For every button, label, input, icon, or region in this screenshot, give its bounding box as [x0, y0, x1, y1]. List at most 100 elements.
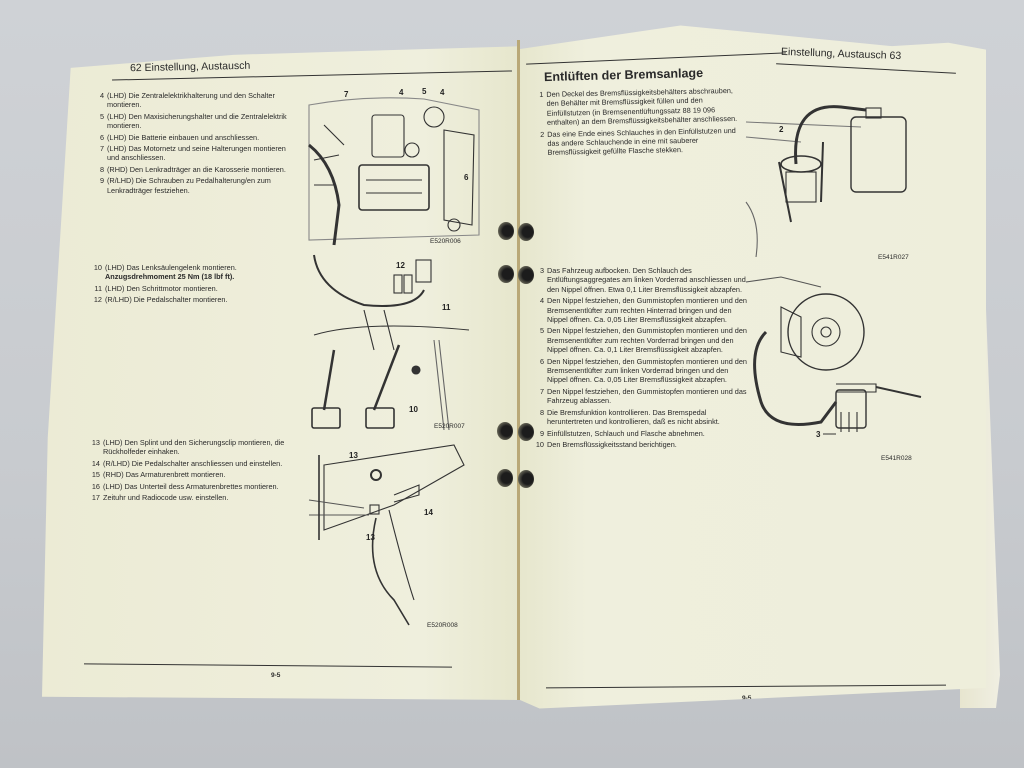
- step-number: 16: [91, 481, 100, 491]
- step-number: 7: [539, 386, 544, 396]
- step-number: 5: [539, 326, 544, 336]
- step-text-body: (R/LHD) Die Pedalschalter montieren.: [105, 295, 228, 305]
- section-title: Entlüften der Bremsanlage: [543, 65, 704, 85]
- step-number: 12: [93, 295, 102, 305]
- step-text: (RHD) Das Armaturenbrett montieren.: [103, 470, 308, 479]
- left-steps-group-3: 13(LHD) Den Splint und den Sicherungscli…: [86, 438, 308, 504]
- svg-text:3: 3: [816, 430, 821, 439]
- step-text-body: Einfüllstutzen, Schlauch und Flasche abn…: [547, 428, 705, 438]
- step-number: 8: [539, 407, 544, 417]
- step-text: (LHD) Das Motornetz und seine Halterunge…: [107, 144, 300, 163]
- step-text: (LHD) Das Unterteil dess Armaturenbrette…: [103, 482, 308, 491]
- left-steps-group-1: 4(LHD) Die Zentralelektrikhalterung und …: [90, 91, 300, 197]
- svg-text:2: 2: [779, 125, 784, 134]
- torque-note: Anzugsdrehmoment 25 Nm (18 lbf ft).: [105, 272, 235, 282]
- svg-text:4: 4: [440, 88, 445, 97]
- step-number: 5: [99, 111, 104, 121]
- step-text-body: (LHD) Den Splint und den Sicherungsclip …: [103, 438, 285, 457]
- figure-label-e520r006: E520R006: [430, 238, 461, 245]
- footer-rule: [84, 663, 452, 668]
- step-text: Den Nippel festziehen, den Gummistopfen …: [547, 296, 750, 324]
- svg-text:6: 6: [464, 173, 469, 182]
- step-text: Das eine Ende eines Schlauches in den Ei…: [547, 125, 743, 158]
- step-item: 10(LHD) Das Lenksäulengelenk montieren.A…: [88, 263, 308, 282]
- step-text: Den Nippel festziehen, den Gummistopfen …: [547, 387, 750, 406]
- figure-label-e541r028: E541R028: [881, 455, 912, 462]
- left-page-header: 62 Einstellung, Austausch: [129, 59, 251, 75]
- step-item: 13(LHD) Den Splint und den Sicherungscli…: [86, 438, 308, 457]
- step-text-body: Den Nippel festziehen, den Gummistopfen …: [547, 296, 747, 325]
- step-text-body: Zeituhr und Radiocode usw. einstellen.: [103, 493, 229, 503]
- step-text: (LHD) Den Schrittmotor montieren.: [105, 284, 308, 293]
- step-text-body: (LHD) Das Unterteil dess Armaturenbrette…: [103, 481, 279, 491]
- step-text: Den Deckel des Bremsflüssigkeitsbehälter…: [546, 86, 742, 128]
- step-item: 5(LHD) Den Maxisicherungshalter und die …: [90, 112, 300, 131]
- step-number: 4: [99, 91, 104, 100]
- svg-text:14: 14: [424, 508, 433, 517]
- step-number: 9: [99, 176, 104, 186]
- right-page-footer: 9-5: [742, 695, 752, 702]
- step-item: 9(R/LHD) Die Schrauben zu Pedalhalterung…: [90, 176, 300, 195]
- step-text-body: (LHD) Die Zentralelektrikhalterung und d…: [107, 91, 275, 110]
- binder-hole: [498, 265, 514, 283]
- step-number: 6: [99, 132, 104, 142]
- step-item: 15(RHD) Das Armaturenbrett montieren.: [86, 470, 308, 479]
- step-text-body: (R/LHD) Die Schrauben zu Pedalhalterung/…: [107, 176, 271, 195]
- step-text: Den Nippel festziehen, den Gummistopfen …: [547, 357, 750, 385]
- step-text-body: (RHD) Den Lenkradträger an die Karosseri…: [107, 164, 286, 174]
- step-item: 11(LHD) Den Schrittmotor montieren.: [88, 284, 308, 293]
- step-text-body: (RHD) Das Armaturenbrett montieren.: [103, 470, 226, 480]
- step-text-body: (R/LHD) Die Pedalschalter anschliessen u…: [103, 458, 283, 468]
- step-item: 16(LHD) Das Unterteil dess Armaturenbret…: [86, 482, 308, 491]
- step-text-body: (LHD) Den Maxisicherungshalter und die Z…: [107, 111, 287, 131]
- step-number: 6: [539, 356, 544, 366]
- step-text-body: (LHD) Die Batterie einbauen und anschlie…: [107, 132, 260, 142]
- binder-hole: [497, 469, 513, 487]
- step-text: (R/LHD) Die Schrauben zu Pedalhalterung/…: [107, 176, 300, 195]
- svg-text:4: 4: [399, 88, 404, 97]
- binder-hole: [518, 423, 534, 441]
- step-text: (LHD) Die Zentralelektrikhalterung und d…: [107, 91, 300, 110]
- step-text: Das Fahrzeug aufbocken. Den Schlauch des…: [547, 266, 750, 294]
- step-text-body: Die Bremsfunktion kontrollieren. Das Bre…: [547, 407, 720, 427]
- step-number: 10: [535, 439, 544, 449]
- step-item: 7(LHD) Das Motornetz und seine Halterung…: [90, 144, 300, 163]
- step-item: 14(R/LHD) Die Pedalschalter anschliessen…: [86, 459, 308, 468]
- brake-pedal-bracket-illustration: 13 14 13: [308, 444, 465, 626]
- step-item: 4(LHD) Die Zentralelektrikhalterung und …: [90, 91, 300, 110]
- svg-text:11: 11: [442, 303, 451, 312]
- step-text-body: Das eine Ende eines Schlauches in den Ei…: [547, 125, 736, 158]
- header-rule-right: [776, 63, 956, 75]
- step-text-body: Den Nippel festziehen, den Gummistopfen …: [547, 356, 747, 385]
- step-text-body: Den Deckel des Bremsflüssigkeitsbehälter…: [546, 85, 738, 128]
- step-text: (LHD) Die Batterie einbauen und anschlie…: [107, 133, 300, 142]
- brake-bleeding-wheel-illustration: 3: [745, 276, 922, 439]
- step-number: 8: [99, 164, 104, 174]
- step-number: 11: [94, 283, 102, 293]
- step-text: Den Bremsflüssigkeitsstand berichtigen.: [547, 440, 750, 449]
- step-number: 17: [91, 493, 100, 503]
- step-text-body: (LHD) Das Lenksäulengelenk montieren.: [105, 263, 237, 272]
- svg-text:13: 13: [349, 451, 358, 460]
- figure-label-e541r027: E541R027: [878, 254, 909, 261]
- step-text: Die Bremsfunktion kontrollieren. Das Bre…: [547, 408, 750, 427]
- step-text: Den Nippel festziehen, den Gummistopfen …: [547, 326, 750, 354]
- footer-rule: [546, 684, 946, 689]
- step-number: 15: [91, 470, 100, 480]
- header-rule-left: [526, 52, 786, 66]
- step-number: 2: [540, 129, 545, 139]
- step-number: 3: [539, 266, 544, 275]
- pedal-assembly-illustration: 12 11 10: [311, 254, 470, 430]
- binder-hole: [498, 222, 514, 240]
- step-text-body: Den Bremsflüssigkeitsstand berichtigen.: [547, 439, 677, 449]
- svg-text:10: 10: [409, 405, 418, 414]
